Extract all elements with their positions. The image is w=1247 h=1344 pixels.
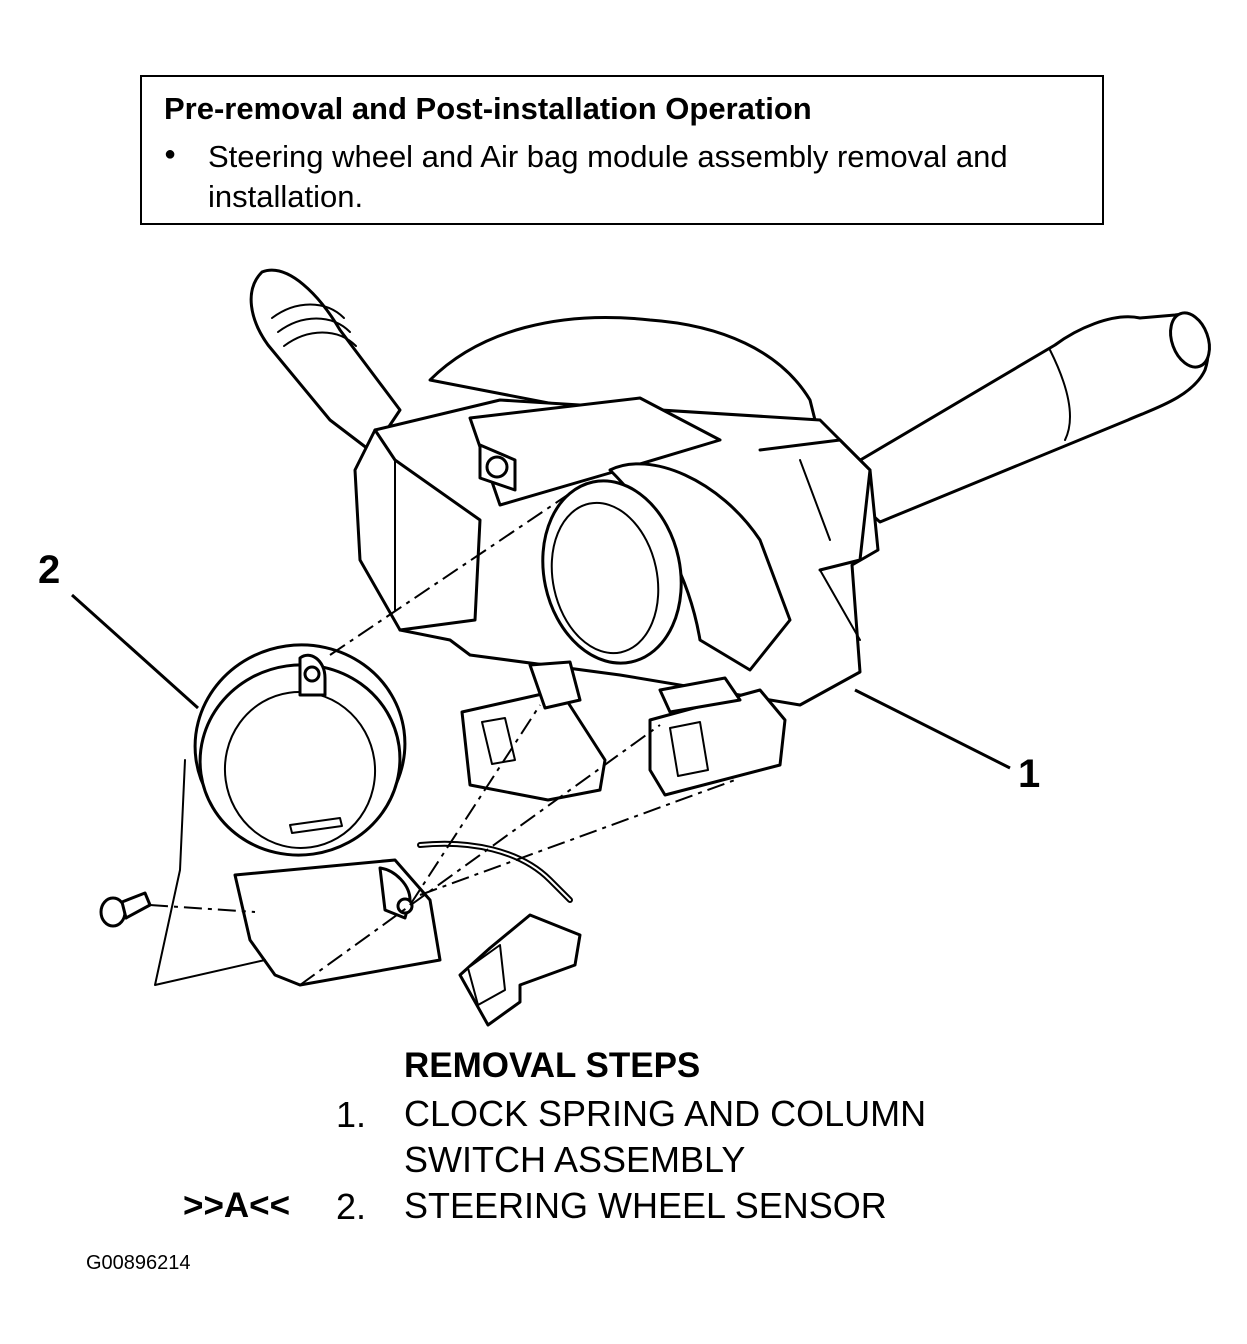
operation-note-box: Pre-removal and Post-installation Operat… [140,75,1104,225]
leader-lines [70,593,1011,770]
step-1-line-2: SWITCH ASSEMBLY [404,1139,746,1180]
screw-icon [99,891,152,928]
step-1-number: 1. [336,1094,367,1135]
note-item: Steering wheel and Air bag module assemb… [208,139,1008,214]
step-1-line-1: CLOCK SPRING AND COLUMN [404,1093,927,1134]
turn-signal-lever [828,311,1211,524]
callout-2: 2 [38,548,61,592]
central-bore [541,479,683,665]
wiper-lever [249,268,402,454]
step-2-number: 2. [336,1186,367,1227]
figure-code: G00896214 [86,1252,191,1274]
alignment-lines [149,489,736,986]
removal-steps-heading: REMOVAL STEPS [404,1046,701,1085]
column-switch-housing [428,316,822,442]
sensor-harness [417,840,582,1027]
note-title: Pre-removal and Post-installation Operat… [164,91,812,126]
steering-wheel-sensor [193,643,442,987]
lower-connectors [460,660,787,802]
step-2-tag: >>A<< [183,1186,291,1225]
alignment-bracket [154,759,266,986]
callout-1: 1 [1018,752,1041,796]
bullet-dot-icon: ● [164,143,177,165]
step-2-line-1: STEERING WHEEL SENSOR [404,1185,887,1226]
